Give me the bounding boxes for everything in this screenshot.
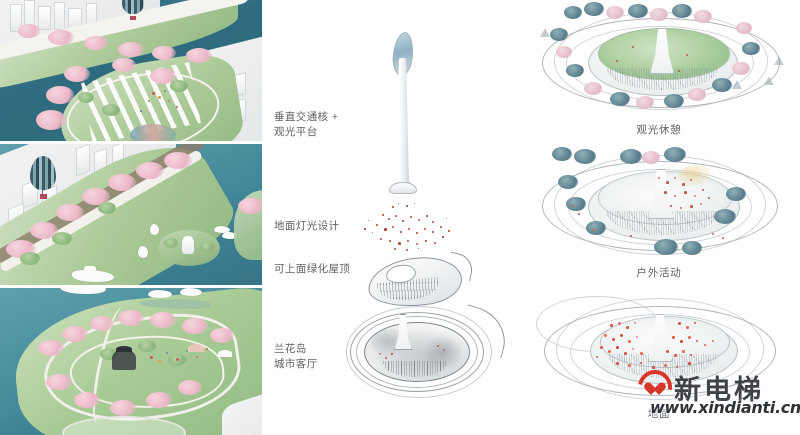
photo-park-paths — [0, 288, 262, 435]
label-outdoor-activity: 户外活动 — [636, 267, 682, 279]
block-outdoor-activity: 户外活动 — [518, 145, 800, 290]
diagram-vertical-core-tower — [384, 14, 420, 194]
block-ground-lighting: 地面 — [518, 290, 800, 435]
photo-column — [0, 0, 262, 435]
roof-tail-curve — [445, 251, 476, 282]
tower-shaft-shape — [395, 58, 410, 192]
label-ground-lighting: 地面灯光设计 — [274, 220, 340, 232]
photo-river-island — [0, 144, 262, 285]
label-sightseeing: 观光休憩 — [636, 124, 682, 136]
tower-base-shape — [389, 182, 417, 194]
diagram-green-roof — [364, 251, 476, 314]
aerial-island-lighting — [536, 292, 786, 404]
middle-diagram-column: 垂直交通核 + 观光平台 — [262, 0, 518, 435]
photo-aerial-riverfront — [0, 0, 262, 141]
block-sightseeing: 观光休憩 — [518, 0, 800, 145]
aerial-island-activity — [536, 147, 786, 259]
right-diagram-column: 观光休憩 — [518, 0, 800, 435]
label-orchid-island: 兰花岛 城市客厅 — [274, 343, 318, 370]
label-vertical-core: 垂直交通核 + 观光平台 — [274, 111, 339, 138]
label-ground-lighting-right: 地面 — [647, 408, 671, 420]
label-green-roof: 可上面绿化屋顶 — [274, 263, 351, 275]
aerial-island-green — [536, 2, 786, 114]
diagram-ground-lighting — [362, 198, 452, 253]
diagram-orchid-island — [346, 304, 514, 398]
